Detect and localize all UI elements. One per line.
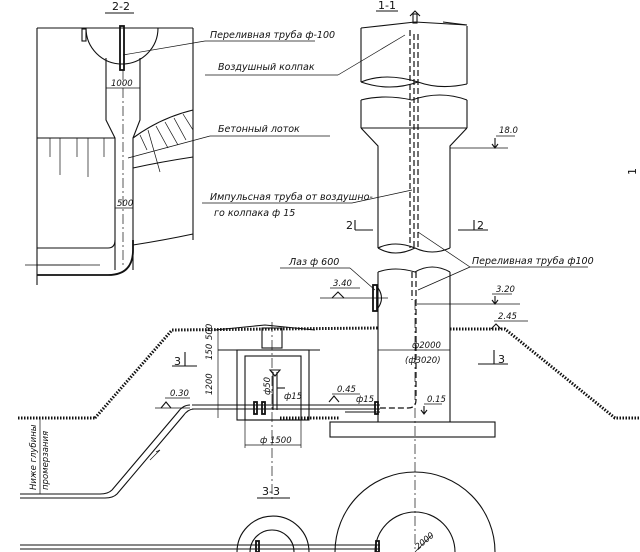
label-overflow-pipe-top: Переливная труба ф-100	[210, 30, 335, 41]
dim-pipe50: ф50	[263, 377, 273, 395]
section-2-2: 2-2 1000	[25, 0, 194, 285]
dim-shaft-outer: (ф3020)	[405, 356, 441, 366]
dim-150v: 150	[205, 344, 215, 360]
valve-well: 500 150 1200 ф50 ф15 0.30 0.45 ф15	[20, 322, 380, 500]
section-mark-1: 1	[626, 168, 639, 175]
dim-pipe15b: ф15	[356, 395, 374, 405]
section-title-1-1: 1-1	[378, 0, 396, 12]
dim-1000: 1000	[111, 79, 133, 89]
section-mark-2-left: 2	[346, 219, 353, 232]
section-mark-3-right: 3	[498, 353, 505, 366]
vent-icon	[412, 13, 418, 24]
dim-500: 500	[117, 199, 133, 209]
label-manhole: Лаз ф 600	[288, 257, 339, 268]
section-2-2-labels: Переливная труба ф-100 Воздушный колпак …	[122, 30, 413, 219]
elevation-18: 18.0	[450, 126, 518, 149]
elevation-340: 3.40	[333, 279, 352, 289]
label-impulse-pipe-2: го колпака ф 15	[214, 208, 295, 219]
elevation-015: 0.15	[427, 395, 446, 405]
label-overflow-pipe-mid: Переливная труба ф100	[472, 256, 594, 267]
dim-500v: 500	[205, 324, 215, 340]
shaft-dimensions: ф2000 (ф3020) 0.15 3 3	[172, 341, 508, 415]
dim-pipe15a: ф15	[284, 392, 302, 402]
dim-2000-plan: 2000	[414, 531, 437, 552]
section-title-3-3: 3-3	[262, 485, 280, 498]
section-3-3: 3-3 2000	[20, 471, 496, 552]
label-frost-1: Ниже глубины	[29, 424, 39, 490]
label-concrete-tray: Бетонный лоток	[218, 124, 300, 135]
frost-depth: Ниже глубины промерзания	[29, 418, 51, 494]
label-air-cap: Воздушный колпак	[218, 62, 315, 73]
elevation-245: 2.45	[498, 312, 517, 322]
section-marks-2: 2 2	[346, 219, 488, 232]
dim-1200v: 1200	[205, 373, 215, 395]
section-1-1: 1-1	[360, 0, 468, 552]
elevation-045: 0.45	[337, 385, 356, 395]
tower-lower-labels: Лаз ф 600 Переливная труба ф100 3.40 3.2…	[280, 231, 594, 330]
elevation-18-value: 18.0	[499, 126, 518, 136]
section-mark-3-left: 3	[174, 355, 181, 368]
label-impulse-pipe-1: Импульсная труба от воздушно-	[210, 192, 373, 203]
elevation-320: 3.20	[496, 285, 515, 295]
ground-mound	[18, 324, 640, 438]
section-title-2-2: 2-2	[112, 0, 130, 13]
dim-well: ф 1500	[260, 436, 292, 446]
dim-shaft: ф2000	[412, 341, 441, 351]
label-frost-2: промерзания	[41, 431, 51, 490]
section-mark-2-right: 2	[477, 219, 484, 232]
elevation-030: 0.30	[170, 389, 189, 399]
